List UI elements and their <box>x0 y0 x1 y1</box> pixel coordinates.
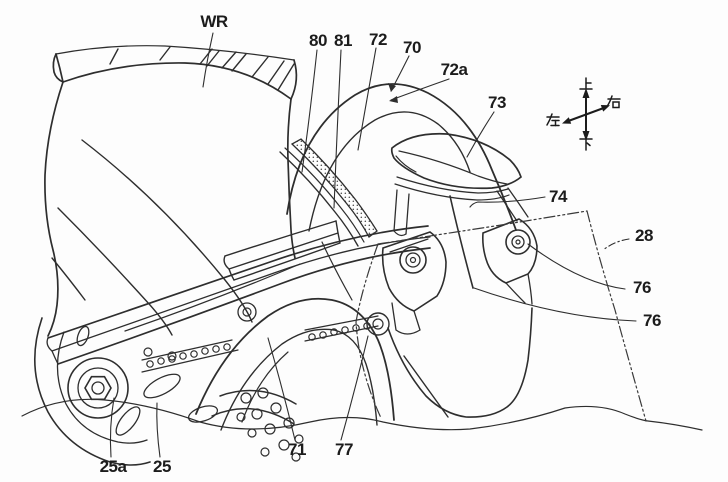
ref-label-81: 81 <box>334 31 352 50</box>
leader-76-upper <box>527 243 626 290</box>
compass-arrows <box>562 88 610 141</box>
seat-cowl <box>390 132 529 237</box>
kanji-left-glyph <box>546 113 560 127</box>
tire-tread-grooves <box>109 46 295 91</box>
axle-nut <box>84 375 112 401</box>
ref-label-76-lower: 76 <box>643 311 661 330</box>
ref-label-71: 71 <box>288 440 306 459</box>
bracket-left <box>381 231 447 335</box>
leader-lines <box>109 32 637 458</box>
leader-25a <box>109 397 115 458</box>
hatched-pillar <box>279 138 378 247</box>
leader-71 <box>267 337 296 441</box>
footpeg-bar <box>223 220 353 301</box>
ref-label-70: 70 <box>403 38 421 57</box>
leader-80 <box>301 49 318 173</box>
rear-tire <box>44 45 298 337</box>
compass <box>546 77 621 151</box>
leader-81 <box>333 49 342 209</box>
ref-label-wr: WR <box>200 12 228 31</box>
bolt-left <box>399 246 427 274</box>
ref-label-72: 72 <box>369 30 387 49</box>
cowl-dome <box>286 83 517 232</box>
chain-rollers <box>146 322 371 368</box>
tire-sidewall-lines <box>51 139 253 336</box>
ref-label-72a: 72a <box>440 60 468 79</box>
ref-label-80: 80 <box>309 31 327 50</box>
ref-label-76-upper: 76 <box>633 278 651 297</box>
kanji-down-glyph <box>579 138 593 151</box>
leader-72a-arrowhead <box>389 96 398 103</box>
ref-label-25a: 25a <box>99 457 127 476</box>
ref-label-73: 73 <box>488 93 506 112</box>
ref-label-77: 77 <box>335 440 353 459</box>
break-line-bottom <box>21 398 703 431</box>
ref-label-25: 25 <box>153 457 171 476</box>
subframe-arch <box>195 297 449 431</box>
leader-74 <box>469 196 546 208</box>
leader-73 <box>466 111 495 158</box>
bracket-right <box>482 218 538 305</box>
rear-fender <box>366 195 533 418</box>
leader-25 <box>156 402 161 458</box>
leader-72 <box>357 47 377 151</box>
leader-28 <box>602 238 630 251</box>
phantom-region-28 <box>355 210 647 422</box>
kanji-right-glyph <box>606 95 621 109</box>
leader-77 <box>340 335 369 441</box>
spoke-cutouts <box>76 325 219 436</box>
leader-70-arrowhead <box>388 83 396 92</box>
ref-label-28: 28 <box>635 226 653 245</box>
wheel-hub <box>34 317 219 466</box>
sprocket-holes <box>236 387 304 462</box>
ref-label-74: 74 <box>549 187 567 206</box>
leader-wr <box>202 32 214 88</box>
leader-76-lower <box>473 287 637 322</box>
bolt-right <box>505 229 531 255</box>
leader-72a <box>390 78 450 101</box>
chain-and-sprocket <box>141 315 379 462</box>
kanji-up-glyph <box>579 77 593 90</box>
